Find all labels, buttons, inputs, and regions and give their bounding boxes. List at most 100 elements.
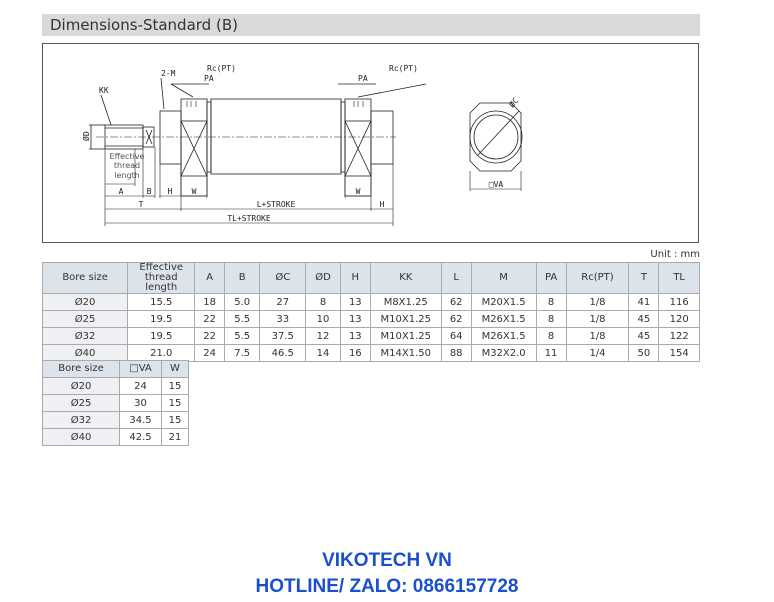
table-cell: 46.5 <box>259 344 307 362</box>
col-header: ØC <box>259 262 307 294</box>
table-cell: 1/8 <box>565 293 630 311</box>
table-cell: Ø40 <box>41 428 121 446</box>
table-cell: 7.5 <box>224 344 261 362</box>
table-cell: 21.0 <box>127 344 196 362</box>
table-cell: 1/8 <box>565 327 630 345</box>
hotline: HOTLINE/ ZALO: 0866157728 <box>255 576 519 597</box>
table-cell: 154 <box>658 344 700 362</box>
table-cell: M26X1.5 <box>470 310 537 328</box>
col-header: L <box>440 262 472 294</box>
dimensions-table: Bore size Effective thread length A B ØC… <box>41 262 700 362</box>
table-cell: 30 <box>119 394 162 412</box>
table-cell: 45 <box>628 327 660 345</box>
left-nut <box>159 110 182 165</box>
table-cell: 10 <box>305 310 341 328</box>
table-cell: 21 <box>160 428 190 446</box>
label-a: A <box>119 187 124 196</box>
table-cell: 50 <box>628 344 660 362</box>
table-cell: 8 <box>535 310 567 328</box>
table-header-row: Bore size □VA W <box>41 360 190 378</box>
label-w-left: W <box>192 187 197 196</box>
label-c: ØC <box>507 95 521 109</box>
table-cell: Ø25 <box>41 310 129 328</box>
label-t: T <box>139 200 144 209</box>
col-header: TL <box>658 262 700 294</box>
table-cell: 5.5 <box>224 310 261 328</box>
label-pa-left: PA <box>204 74 214 83</box>
col-header: □VA <box>119 360 162 378</box>
table-cell: 64 <box>440 327 472 345</box>
table-cell: 62 <box>440 310 472 328</box>
table-cell: 45 <box>628 310 660 328</box>
table-cell: 18 <box>194 293 226 311</box>
table-cell: 27 <box>259 293 307 311</box>
label-length: length <box>114 171 140 180</box>
col-header: Bore size <box>41 360 121 378</box>
end-view <box>469 102 523 191</box>
table-cell: 42.5 <box>119 428 162 446</box>
table-cell: 19.5 <box>127 310 196 328</box>
table-cell: 62 <box>440 293 472 311</box>
table-cell: Ø20 <box>41 377 121 395</box>
table-cell: 13 <box>339 327 371 345</box>
table-cell: 11 <box>535 344 567 362</box>
table-cell: M10X1.25 <box>369 327 442 345</box>
table-cell: M10X1.25 <box>369 310 442 328</box>
col-header: Effective thread length <box>127 262 196 294</box>
table-header-row: Bore size Effective thread length A B ØC… <box>41 262 700 294</box>
label-h-left: H <box>168 187 173 196</box>
label-2m: 2-M <box>161 69 176 78</box>
section-title: Dimensions-Standard (B) <box>42 14 700 36</box>
table-cell: 1/4 <box>565 344 630 362</box>
col-header: T <box>628 262 660 294</box>
label-tl-stroke: TL+STROKE <box>227 214 271 223</box>
dimension-drawing: KK 2-M PA Rc(PT) Rc(PT) PA ØD ØC Effecti… <box>42 43 699 243</box>
table-cell: 15 <box>160 411 190 429</box>
table-cell: 14 <box>305 344 341 362</box>
company-name: VIKOTECH VN <box>322 550 452 571</box>
table-cell: Ø25 <box>41 394 121 412</box>
table-cell: M14X1.50 <box>369 344 442 362</box>
table-cell: M26X1.5 <box>470 327 537 345</box>
table-cell: M8X1.25 <box>369 293 442 311</box>
col-header: Bore size <box>41 262 129 294</box>
table-cell: 24 <box>194 344 226 362</box>
table-cell: 8 <box>535 327 567 345</box>
col-header: ØD <box>305 262 341 294</box>
col-header: PA <box>535 262 567 294</box>
col-header: A <box>194 262 226 294</box>
table-cell: 15 <box>160 394 190 412</box>
table-cell: 116 <box>658 293 700 311</box>
table-cell: 15 <box>160 377 190 395</box>
table-cell: M32X2.0 <box>470 344 537 362</box>
table-cell: 15.5 <box>127 293 196 311</box>
right-nut <box>370 110 394 165</box>
table-cell: Ø32 <box>41 411 121 429</box>
table-cell: 16 <box>339 344 371 362</box>
label-rc-left: Rc(PT) <box>207 64 236 73</box>
table-cell: 19.5 <box>127 327 196 345</box>
table-cell: 12 <box>305 327 341 345</box>
table-cell: M20X1.5 <box>470 293 537 311</box>
label-h-right: H <box>380 200 385 209</box>
table-cell: Ø20 <box>41 293 129 311</box>
table-cell: 13 <box>339 310 371 328</box>
label-thread: thread <box>114 161 140 170</box>
table-cell: 37.5 <box>259 327 307 345</box>
label-pa-right: PA <box>358 74 368 83</box>
table-cell: 5.0 <box>224 293 261 311</box>
table-cell: 33 <box>259 310 307 328</box>
col-header: W <box>160 360 190 378</box>
label-kk: KK <box>99 86 109 95</box>
table-cell: 24 <box>119 377 162 395</box>
label-rc-right: Rc(PT) <box>389 64 418 73</box>
label-d: ØD <box>81 131 91 141</box>
col-header: M <box>470 262 537 294</box>
